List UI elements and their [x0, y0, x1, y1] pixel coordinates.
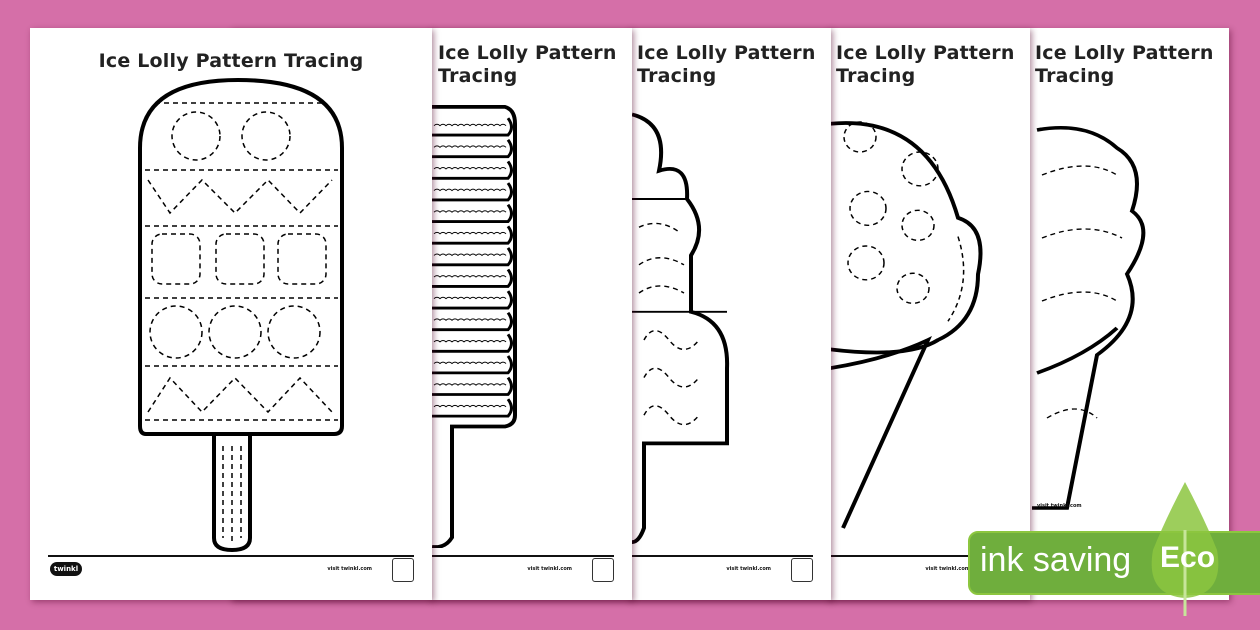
- stripe-band: [432, 138, 513, 159]
- worksheet-page-1: Ice Lolly Pattern Tracing twinkl visit t…: [30, 28, 432, 600]
- wavy-trace-line: [433, 253, 507, 257]
- page-title: Ice Lolly Pattern Tracing: [438, 42, 617, 87]
- wavy-trace-line: [433, 123, 507, 127]
- footer-visit-text: visit twinkl.com: [527, 566, 572, 572]
- page-title: Ice Lolly Pattern Tracing: [836, 42, 1015, 87]
- footer-visit-text: visit twinkl.com: [726, 566, 771, 572]
- striped-lolly-illustration: [431, 105, 517, 548]
- twinkl-logo: twinkl: [50, 562, 82, 576]
- stripe-band: [432, 376, 513, 396]
- wavy-trace-line: [433, 318, 507, 321]
- stripe-band: [432, 355, 513, 375]
- cupcake-illustration: [1032, 126, 1146, 510]
- stripe-band: [432, 117, 513, 137]
- footer-visit-text: visit twinkl.com: [925, 566, 970, 572]
- wavy-trace-line: [433, 361, 507, 365]
- quality-badge: [392, 558, 414, 582]
- eco-label: Eco: [1160, 541, 1216, 574]
- page-title: Ice Lolly Pattern Tracing: [98, 50, 364, 72]
- quality-badge: [791, 558, 813, 582]
- ice-lolly-illustration: [138, 77, 344, 553]
- stripe-band: [432, 203, 513, 223]
- footer-divider: [48, 555, 414, 557]
- stripe-band: [432, 398, 513, 418]
- footer-visit-text: visit twinkl.com: [1037, 503, 1082, 509]
- quality-badge: [592, 558, 614, 582]
- ink-saving-label: ink saving: [980, 541, 1132, 579]
- stripe-band: [432, 225, 513, 245]
- layered-lolly-illustration: [631, 112, 730, 544]
- leaf-icon: [1151, 482, 1219, 616]
- wavy-trace-line: [433, 210, 507, 213]
- page-title: Ice Lolly Pattern Tracing: [1035, 42, 1214, 87]
- wavy-trace-line: [433, 145, 507, 148]
- wavy-trace-line: [433, 231, 507, 235]
- wavy-trace-line: [433, 188, 507, 192]
- stripe-band: [432, 311, 513, 332]
- wavy-trace-line: [433, 340, 507, 343]
- stripe-band: [432, 247, 513, 267]
- ice-cream-cone-illustration: [829, 121, 983, 529]
- stripe-band: [432, 290, 513, 310]
- stripe-band: [432, 333, 513, 353]
- stripe-band: [432, 182, 513, 202]
- footer-visit-text: visit twinkl.com: [327, 566, 372, 572]
- wavy-trace-line: [433, 275, 507, 278]
- stripe-band: [432, 160, 513, 180]
- stripe-band: [432, 268, 513, 288]
- wavy-trace-line: [433, 167, 507, 170]
- wavy-trace-line: [433, 296, 507, 300]
- wavy-trace-line: [433, 404, 507, 408]
- wavy-trace-line: [433, 383, 507, 386]
- page-title: Ice Lolly Pattern Tracing: [637, 42, 816, 87]
